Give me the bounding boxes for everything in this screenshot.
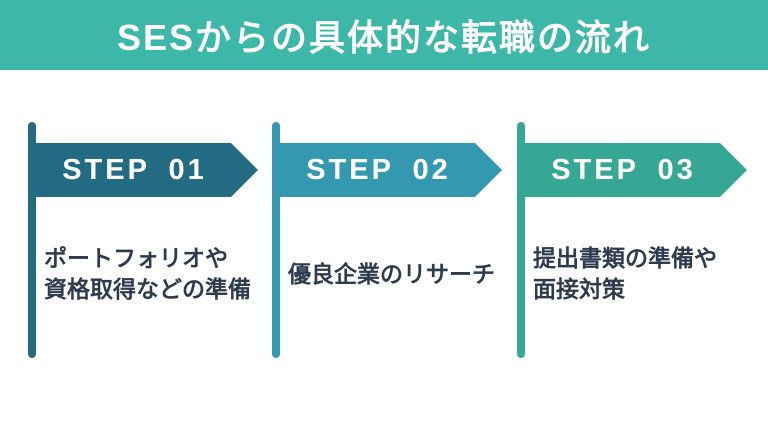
step-2-banner: STEP 02 — [272, 143, 475, 197]
step-1-description: ポートフォリオや 資格取得などの準備 — [44, 234, 258, 314]
step-3-arrow-head-icon — [720, 143, 747, 197]
step-3-description-line: 提出書類の準備や — [533, 245, 717, 271]
step-3-description: 提出書類の準備や 面接対策 — [533, 234, 747, 314]
step-1-flag-pole — [28, 122, 36, 358]
step-3-flag-pole — [517, 122, 525, 358]
page-title: SESからの具体的な転職の流れ — [116, 17, 652, 58]
step-2-arrow-head-icon — [475, 143, 502, 197]
step-2-label: STEP 02 — [306, 153, 451, 186]
step-column-2: STEP 02 優良企業のリサーチ — [272, 122, 504, 358]
step-1-label: STEP 01 — [62, 153, 207, 186]
step-1-description-line: ポートフォリオや — [44, 245, 228, 271]
step-2-description: 優良企業のリサーチ — [288, 234, 502, 314]
step-3-label: STEP 03 — [551, 153, 696, 186]
step-3-description-line: 面接対策 — [533, 276, 625, 302]
step-3-banner: STEP 03 — [517, 143, 720, 197]
step-column-1: STEP 01 ポートフォリオや 資格取得などの準備 — [28, 122, 260, 358]
step-1-banner: STEP 01 — [28, 143, 231, 197]
step-2-description-line: 優良企業のリサーチ — [288, 260, 495, 287]
step-1-description-line: 資格取得などの準備 — [44, 276, 251, 302]
header-banner: SESからの具体的な転職の流れ — [0, 0, 768, 70]
step-column-3: STEP 03 提出書類の準備や 面接対策 — [517, 122, 749, 358]
step-2-flag-pole — [272, 122, 280, 358]
step-1-arrow-head-icon — [231, 143, 258, 197]
